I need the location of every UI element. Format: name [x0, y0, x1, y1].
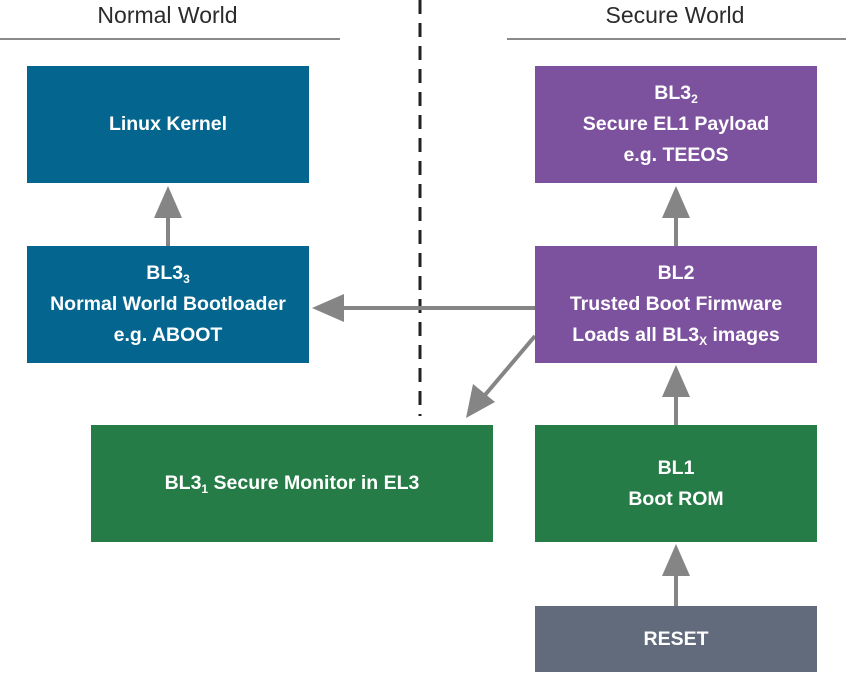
bl2-description: Trusted Boot Firmware	[569, 293, 783, 315]
bl2-box: BL2 Trusted Boot Firmware Loads all BL3X…	[535, 246, 817, 363]
bl32-example: e.g. TEEOS	[623, 144, 729, 166]
arrowhead-bl2	[662, 365, 690, 397]
bl32-title: BL32	[654, 82, 698, 106]
linux-kernel-box: Linux Kernel	[27, 66, 309, 183]
bl1-title: BL1	[657, 456, 695, 479]
bl32-box: BL32 Secure EL1 Payload e.g. TEEOS	[535, 66, 817, 183]
bl33-description: Normal World Bootloader	[50, 293, 286, 315]
secure-world-header: Secure World	[605, 2, 745, 28]
bl31-label: BL31 Secure Monitor in EL3	[164, 472, 420, 496]
arrow-bl2-to-bl31	[483, 334, 537, 397]
reset-box: RESET	[535, 606, 817, 672]
bl33-box: BL33 Normal World Bootloader e.g. ABOOT	[27, 246, 309, 363]
bl33-example: e.g. ABOOT	[113, 324, 223, 346]
arrowhead-linux	[154, 186, 182, 218]
linux-kernel-label: Linux Kernel	[108, 113, 228, 135]
secure-world-underline	[507, 38, 846, 40]
arrowhead-bl1	[662, 544, 690, 576]
bl32-description: Secure EL1 Payload	[582, 113, 770, 135]
bl1-box: BL1 Boot ROM	[535, 425, 817, 542]
normal-world-underline	[0, 38, 340, 40]
reset-label: RESET	[643, 627, 709, 650]
bl2-title: BL2	[657, 262, 695, 284]
bl31-box: BL31 Secure Monitor in EL3	[91, 425, 493, 542]
bl2-loads: Loads all BL3X images	[572, 324, 780, 348]
normal-world-header: Normal World	[97, 2, 238, 28]
bl1-description: Boot ROM	[628, 487, 724, 510]
bl33-title: BL33	[146, 262, 190, 286]
arrowhead-bl33	[312, 294, 344, 322]
arrowhead-bl31	[466, 384, 495, 418]
arrowhead-bl32	[662, 186, 690, 218]
